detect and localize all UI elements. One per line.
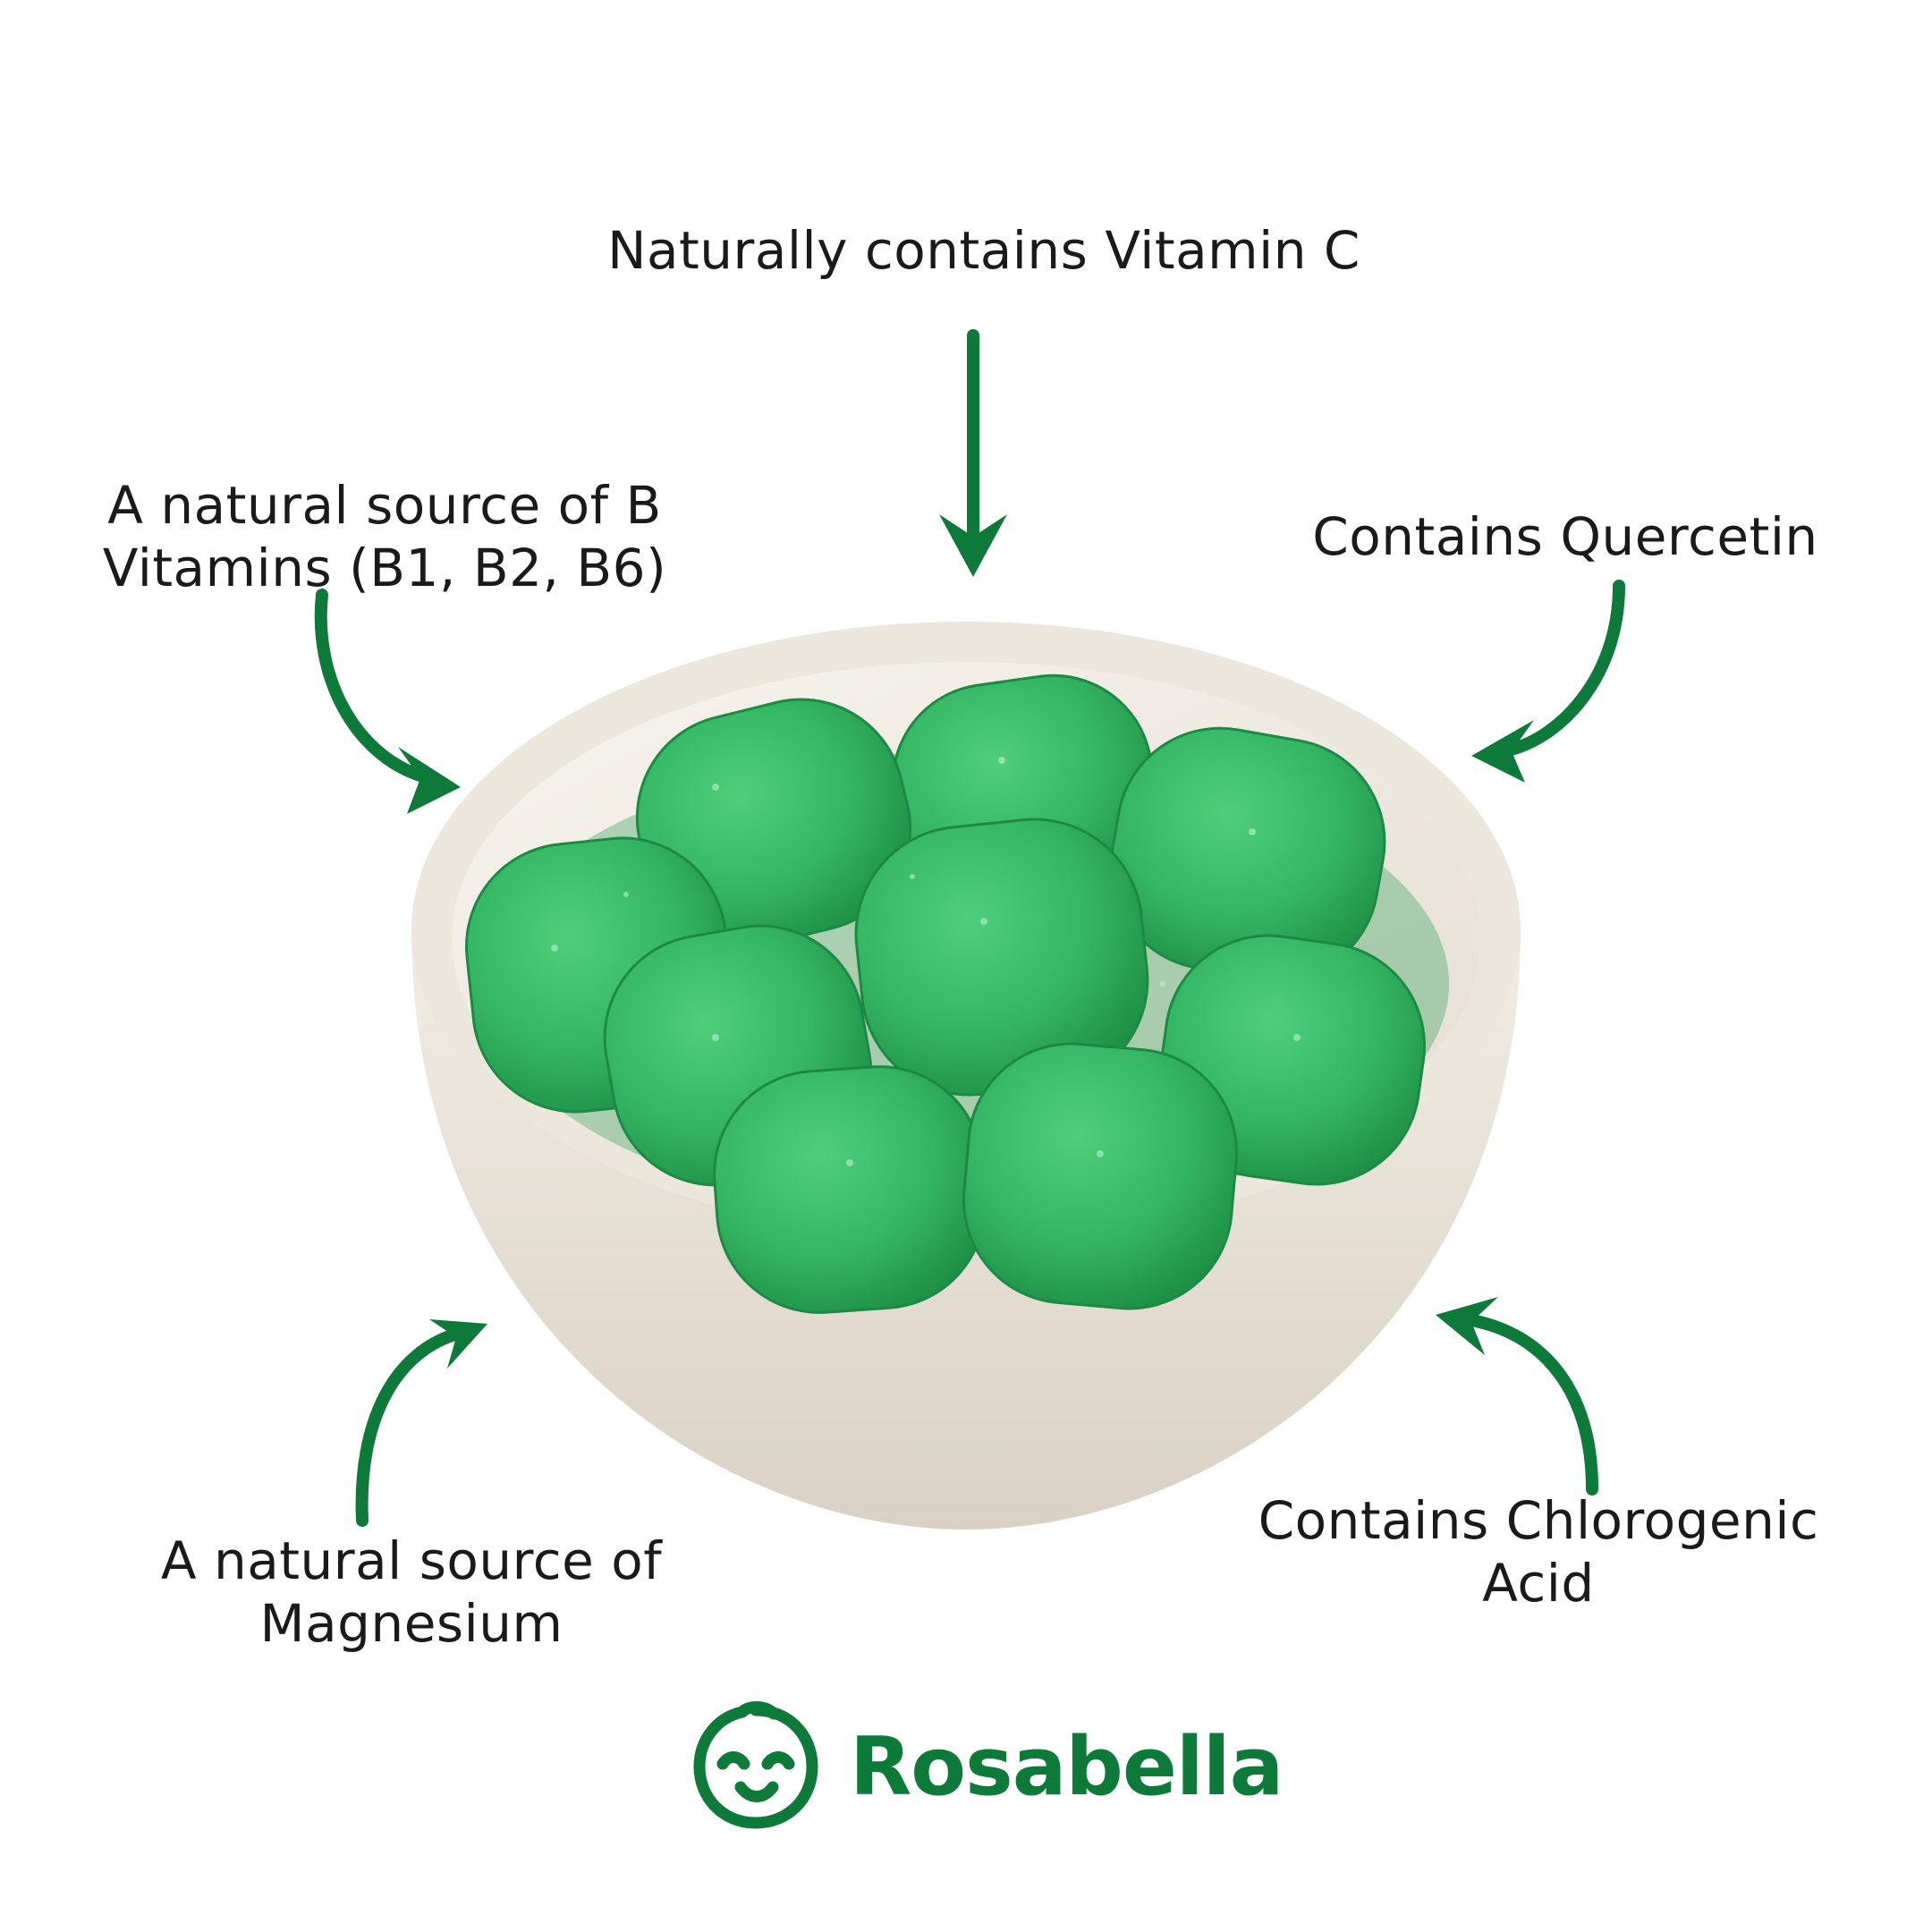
arrow-curved-up-left-icon: [1461, 1313, 1598, 1496]
arrow-curved-left-icon: [1496, 580, 1625, 758]
arrow-curved-right-icon: [314, 589, 436, 784]
label-b-vitamins: A natural source of B Vitamins (B1, B2, …: [102, 475, 667, 598]
smiling-face-icon: [693, 1701, 818, 1829]
label-chlorogenic-acid: Contains Chlorogenic Acid: [1258, 1490, 1819, 1614]
label-vitamin-c: Naturally contains Vitamin C: [607, 220, 1360, 281]
label-quercetin: Contains Quercetin: [1312, 506, 1818, 567]
arrow-curved-up-right-icon: [355, 1326, 467, 1527]
brand-name: Rosabella: [850, 1719, 1284, 1814]
gummies: [465, 674, 1426, 1314]
brand-logo: Rosabella: [689, 1682, 1284, 1852]
label-magnesium: A natural source of Magnesium: [160, 1530, 663, 1654]
